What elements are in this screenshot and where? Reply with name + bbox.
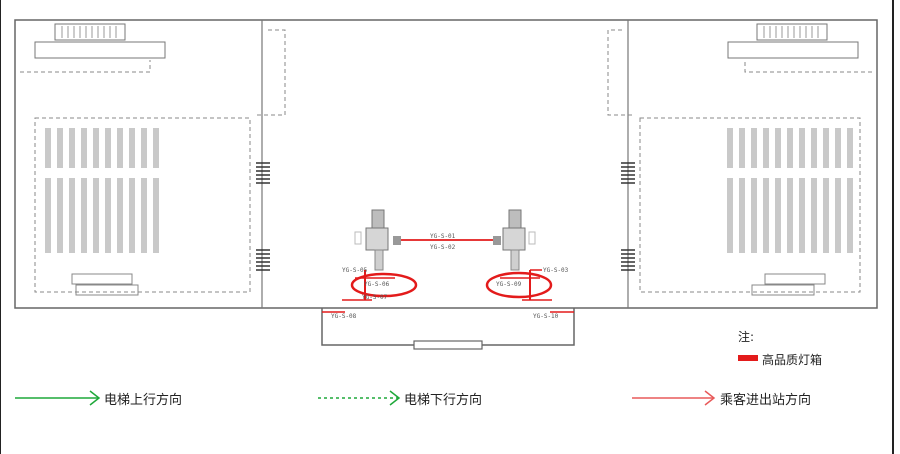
lightbox-swatch — [738, 355, 758, 361]
ped-label-left-bottom-a: YG-S-07 — [362, 294, 388, 301]
legend-arrow-down — [318, 390, 401, 406]
note-title: 注: — [738, 330, 755, 344]
legend-label-passenger: 乘客进出站方向 — [720, 393, 812, 408]
ped-label-left-top: YG-S-05 — [342, 267, 368, 274]
right-hall — [607, 23, 872, 296]
bridge-label-bottom: YG-S-02 — [430, 244, 456, 251]
legend-label-down: 电梯下行方向 — [404, 393, 483, 408]
highlight-ellipse-right — [485, 271, 553, 299]
legend-label-up: 电梯上行方向 — [104, 393, 183, 408]
highlight-ellipse-left — [350, 272, 418, 298]
right-small-label: YG-S-03 — [543, 267, 569, 274]
central-area — [321, 209, 575, 350]
ped-label-right-mid: YG-S-09 — [496, 281, 522, 288]
ped-label-right-bottom: YG-S-10 — [533, 313, 559, 320]
legend-arrow-passenger — [632, 390, 716, 406]
ped-label-left-mid: YG-S-06 — [364, 281, 390, 288]
left-hall — [20, 23, 286, 296]
legend-arrow-up — [15, 390, 101, 406]
station-outline — [14, 19, 878, 309]
bridge-label-top: YG-S-01 — [430, 233, 456, 240]
ped-label-left-bottom-b: YG-S-08 — [331, 313, 357, 320]
note-item-label: 高品质灯箱 — [762, 353, 823, 367]
lower-gate — [413, 340, 483, 350]
